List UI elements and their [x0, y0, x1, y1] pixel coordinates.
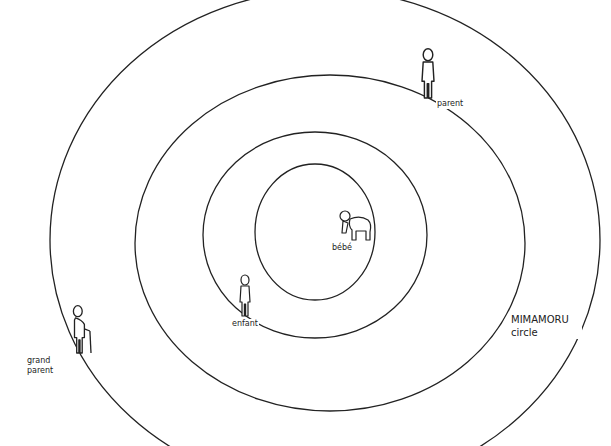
inner-ring: [255, 164, 375, 300]
grandparent-figure: [73, 306, 91, 353]
second-ring: [203, 132, 427, 338]
parent-figure: [422, 49, 434, 98]
diagram-caption-label: MIMAMORU circle: [510, 314, 582, 339]
child-figure: [240, 275, 250, 316]
baby-figure: [340, 211, 371, 240]
outer-ring: [50, 0, 600, 446]
figure-label: enfant: [231, 319, 259, 329]
figure-label: parent: [436, 99, 464, 109]
third-ring: [135, 75, 525, 411]
figure-label: grand parent: [26, 356, 64, 376]
figure-label: bébé: [331, 243, 353, 253]
